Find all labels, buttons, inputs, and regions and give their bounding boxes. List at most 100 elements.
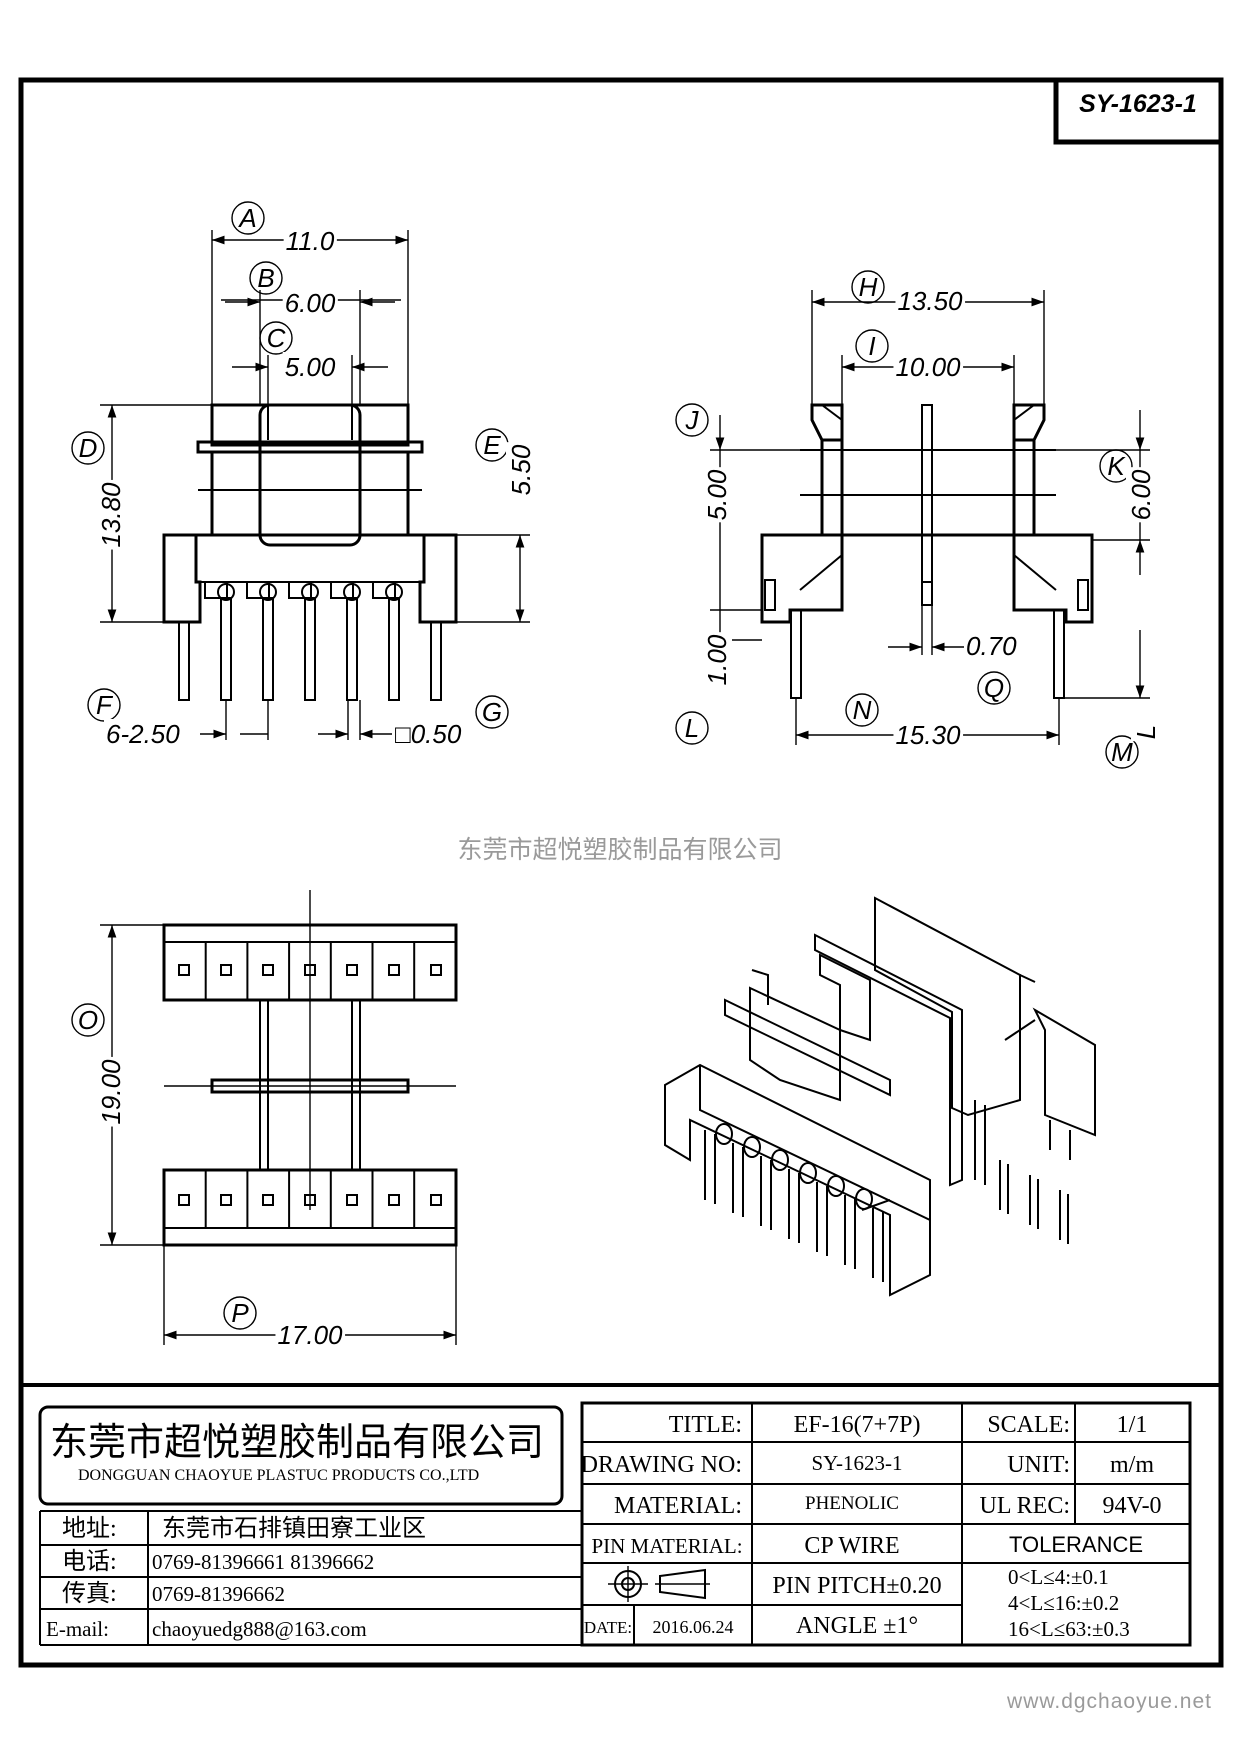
dimension-letter-a: A xyxy=(237,203,256,233)
title-label: TITLE: xyxy=(669,1412,742,1438)
company-name-en: DONGGUAN CHAOYUE PLASTUC PRODUCTS CO.,LT… xyxy=(78,1467,479,1484)
scale-value: 1/1 xyxy=(1117,1412,1148,1438)
dimension-letter-p: P xyxy=(231,1298,249,1328)
unit-value: m/m xyxy=(1110,1452,1154,1478)
pin-square xyxy=(262,1194,274,1206)
pin-square xyxy=(388,964,400,976)
material-label: MATERIAL: xyxy=(614,1493,742,1519)
dimension-value-q: 0.70 xyxy=(966,631,1017,661)
pin xyxy=(304,597,316,701)
dimension-letter-g: G xyxy=(482,697,502,727)
dimension-letter-b: B xyxy=(257,263,274,293)
bottom-view-dimensions xyxy=(100,924,457,1345)
drawing-number-tag-text: SY-1623-1 xyxy=(1079,90,1197,118)
dimension-value-g: □0.50 xyxy=(395,719,462,749)
projection-symbol-icon xyxy=(608,1566,710,1602)
tolerance-line-3: 16<L≤63:±0.3 xyxy=(1008,1617,1130,1641)
side-view-dimensions xyxy=(710,290,1150,745)
address-value: 东莞市石排镇田寮工业区 xyxy=(162,1515,426,1542)
pin xyxy=(388,597,400,701)
fax-value: 0769-81396662 xyxy=(152,1582,285,1606)
material-value: PHENOLIC xyxy=(805,1493,899,1514)
dimension-value-p: 17.00 xyxy=(277,1320,343,1350)
side-view xyxy=(760,403,1094,699)
isometric-view xyxy=(664,896,1096,1297)
watermark-company: 东莞市超悦塑胶制品有限公司 xyxy=(457,836,782,864)
dimension-marker-h xyxy=(851,270,885,304)
dimension-letter-q: Q xyxy=(984,673,1004,703)
pin-square xyxy=(388,1194,400,1206)
angle: ANGLE ±1° xyxy=(796,1613,918,1639)
tolerance-line-2: 4<L≤16:±0.2 xyxy=(1008,1591,1119,1615)
date-value: 2016.06.24 xyxy=(653,1617,734,1637)
dimension-marker-g xyxy=(475,695,509,729)
dimension-value-l: 1.00 xyxy=(702,634,732,685)
dimension-value-i: 10.00 xyxy=(895,352,961,382)
dimension-value-h: 13.50 xyxy=(897,286,963,316)
scale-label: SCALE: xyxy=(987,1412,1070,1438)
dimension-marker-k xyxy=(1099,449,1133,483)
pin xyxy=(346,597,358,701)
pin-square xyxy=(262,964,274,976)
dimension-letter-h: H xyxy=(859,272,878,302)
dimension-letter-c: C xyxy=(267,323,286,353)
dimension-letter-e: E xyxy=(483,430,501,460)
pin-square xyxy=(304,1194,316,1206)
dimension-marker-j xyxy=(675,403,709,437)
pin xyxy=(430,621,442,701)
address-label: 地址: xyxy=(62,1515,117,1542)
pin xyxy=(220,597,232,701)
dimension-value-o: 19.00 xyxy=(96,1059,126,1125)
tolerance-label: TOLERANCE xyxy=(1009,1532,1143,1557)
pin-square xyxy=(220,1194,232,1206)
dimension-value-d: 13.80 xyxy=(96,482,126,548)
dimension-letter-n: N xyxy=(853,695,872,725)
dimension-marker-n xyxy=(845,693,879,727)
pin-square xyxy=(304,964,316,976)
dimension-value-c: 5.00 xyxy=(285,352,336,382)
dimension-marker-a xyxy=(231,201,265,235)
pin-material-value: CP WIRE xyxy=(804,1533,899,1559)
dimension-value-n: 15.30 xyxy=(895,720,961,750)
dimension-marker-l xyxy=(675,711,709,745)
dimension-letter-l: L xyxy=(685,713,699,743)
dimension-marker-p xyxy=(223,1296,257,1330)
pin-square xyxy=(220,964,232,976)
drawing-no-label: DRAWING NO: xyxy=(581,1452,742,1478)
dimension-value-b: 6.00 xyxy=(285,288,336,318)
dimension-value-m: L xyxy=(1131,725,1161,739)
dimension-value-f: 6-2.50 xyxy=(106,719,180,749)
pin-square xyxy=(178,964,190,976)
ul-rec-value: 94V-0 xyxy=(1102,1493,1161,1519)
ul-rec-label: UL REC: xyxy=(980,1493,1070,1519)
dimension-letter-m: M xyxy=(1111,737,1133,767)
dimension-marker-m xyxy=(1105,735,1139,769)
front-view xyxy=(162,403,458,701)
dimension-value-e: 5.50 xyxy=(506,444,536,495)
dimension-letter-o: O xyxy=(78,1005,98,1035)
phone-value: 0769-81396661 81396662 xyxy=(152,1550,374,1574)
dimension-value-j: 5.00 xyxy=(702,469,732,520)
title-block xyxy=(21,1383,1221,1647)
dimension-letter-d: D xyxy=(79,433,98,463)
pin-square xyxy=(430,964,442,976)
email-label: E-mail: xyxy=(46,1617,109,1641)
dimension-letter-j: J xyxy=(685,405,700,435)
pin-square xyxy=(346,1194,358,1206)
dimension-marker-i xyxy=(855,329,889,363)
dimension-letter-k: K xyxy=(1107,451,1126,481)
pin xyxy=(178,621,190,701)
drawing-number-tag: SY-1623-1 xyxy=(1053,77,1224,145)
pin-square xyxy=(430,1194,442,1206)
pin-material-label: PIN MATERIAL: xyxy=(591,1534,742,1558)
email-value: chaoyuedg888@163.com xyxy=(152,1617,367,1641)
title-value: EF-16(7+7P) xyxy=(794,1412,921,1438)
dimension-value-k: 6.00 xyxy=(1126,469,1156,520)
pin-square xyxy=(346,964,358,976)
company-name-cn: 东莞市超悦塑胶制品有限公司 xyxy=(50,1422,544,1464)
bottom-view xyxy=(162,890,458,1247)
dimension-marker-q xyxy=(977,671,1011,705)
pin xyxy=(262,597,274,701)
